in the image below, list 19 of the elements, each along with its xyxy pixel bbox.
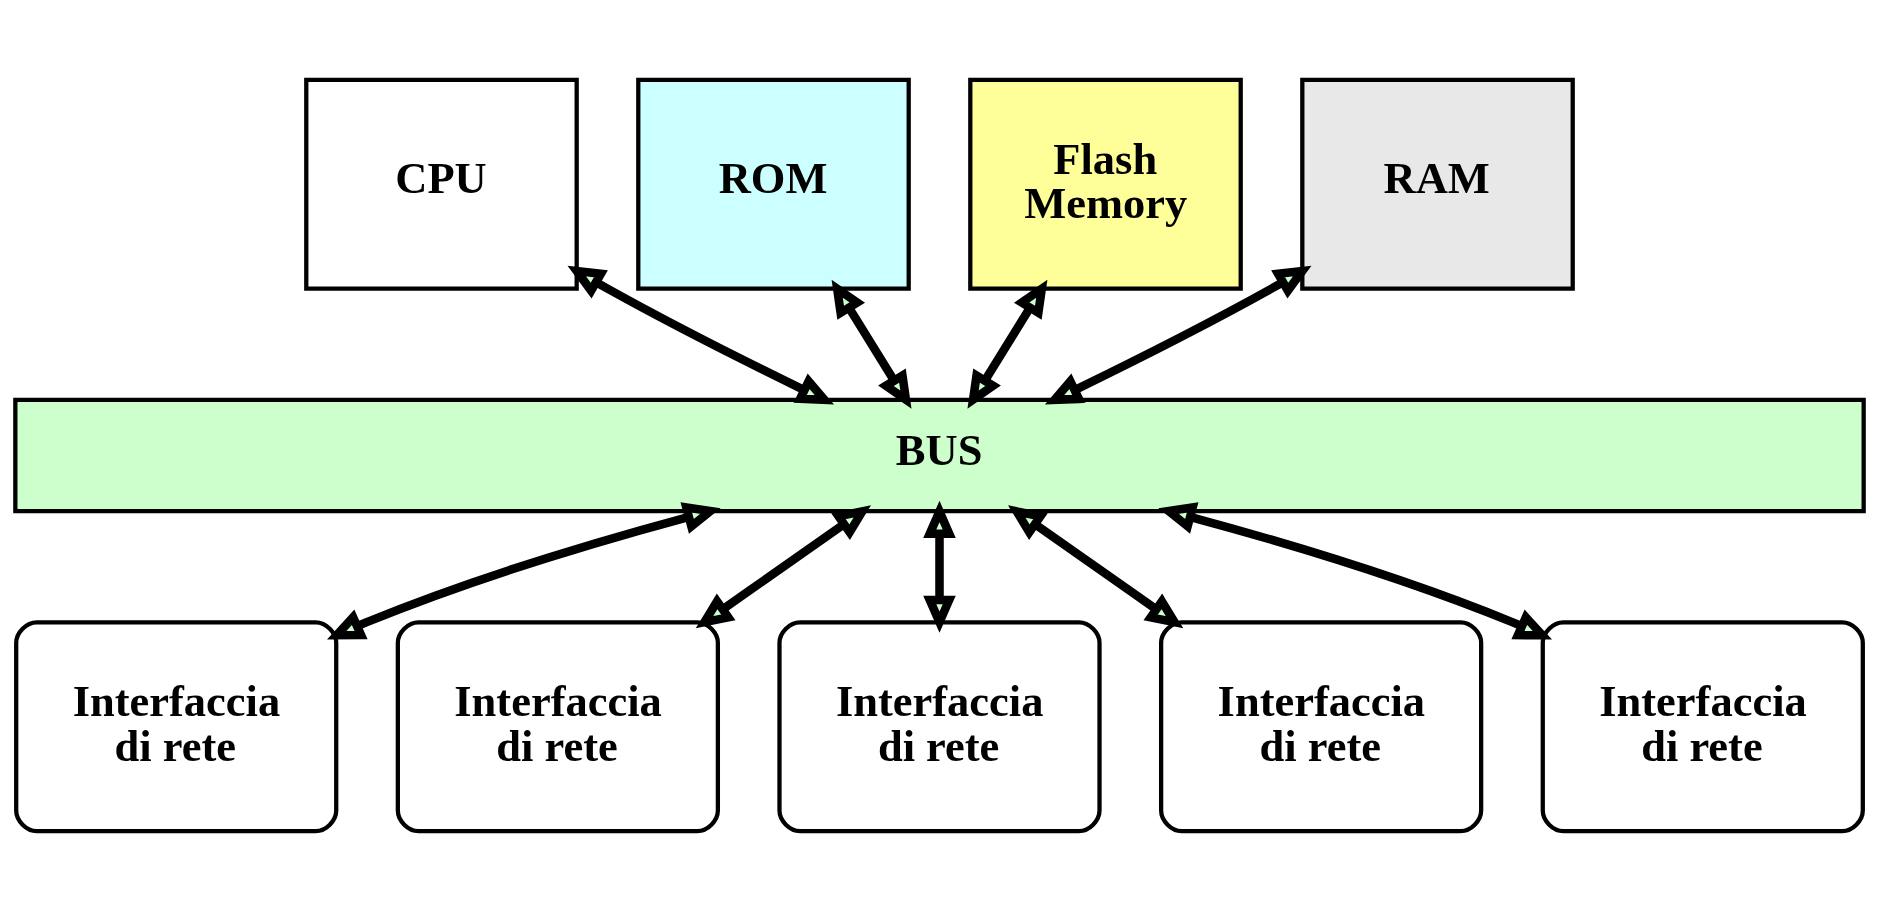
node-box: Interfaccia di rete <box>395 619 720 833</box>
node-box: Interfaccia di rete <box>1159 619 1484 833</box>
arrow <box>1158 501 1552 640</box>
node-box: Interfaccia di rete <box>1540 619 1865 833</box>
arrow <box>967 279 1048 409</box>
node-box: Interfaccia di rete <box>777 619 1102 833</box>
node-box: ROM <box>636 77 911 291</box>
arrow <box>567 265 835 404</box>
arrow <box>831 279 912 409</box>
node-box: BUS <box>13 397 1866 513</box>
arrow <box>327 501 721 640</box>
arrow <box>1008 504 1184 628</box>
arrow <box>923 500 956 633</box>
arrow <box>695 504 871 628</box>
node-box: Interfaccia di rete <box>14 619 339 833</box>
node-box: CPU <box>304 77 579 291</box>
arrow <box>1044 265 1312 404</box>
node-box: Flash Memory <box>968 77 1243 291</box>
node-box: RAM <box>1300 77 1575 291</box>
